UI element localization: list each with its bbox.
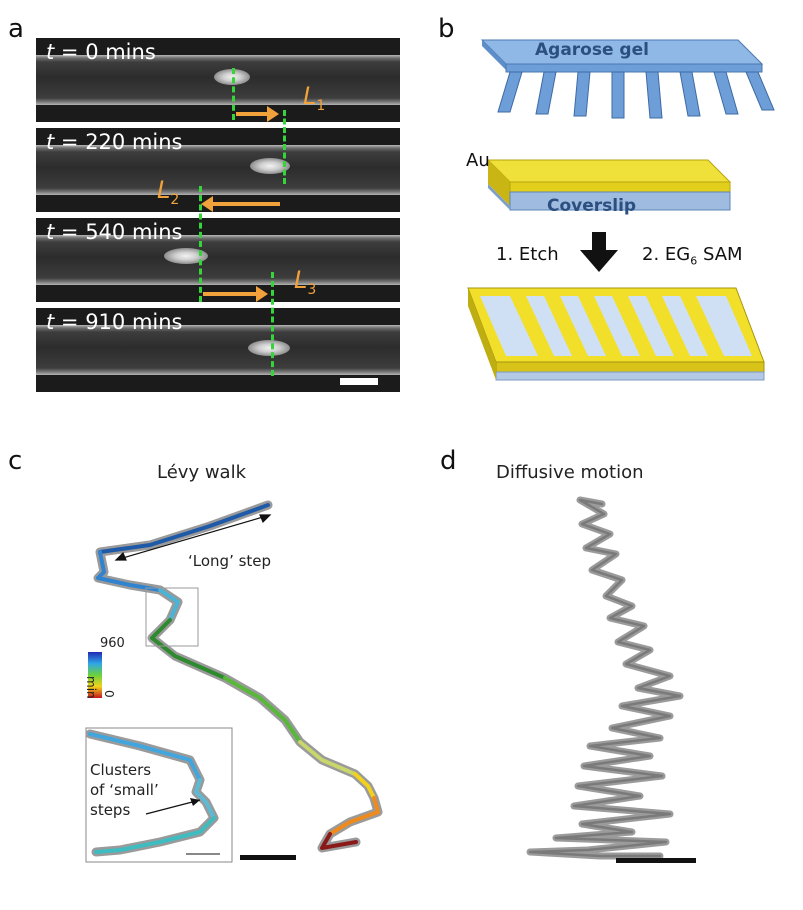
scale-bar xyxy=(340,378,378,385)
coverslip-label: Coverslip xyxy=(547,196,637,216)
microscopy-frame-2: t = 220 mins xyxy=(36,128,400,212)
long-step-arrow-icon xyxy=(114,514,272,561)
colorbar-max-label: 960 xyxy=(100,636,125,651)
zoom-region-box xyxy=(145,587,199,647)
colorbar-unit-label: min xyxy=(84,676,98,699)
microscopy-frame-1: t = 0 mins xyxy=(36,38,400,122)
scale-bar xyxy=(616,858,696,863)
inset-scale-bar xyxy=(186,853,220,855)
agarose-gel-stamp xyxy=(480,39,775,119)
panel-label-b: b xyxy=(438,14,455,44)
step-label-L3: L3 xyxy=(294,266,317,298)
microscopy-frame-3: t = 540 mins xyxy=(36,218,400,302)
frame-time-label: t = 0 mins xyxy=(46,40,156,64)
diffusive-trajectory xyxy=(526,496,696,863)
inset-label-clusters: Clusters of ‘small’ steps xyxy=(90,761,159,819)
step-arrow-right-icon xyxy=(203,286,268,302)
frame-time-label: t = 910 mins xyxy=(46,310,183,334)
step-label-L1: L1 xyxy=(303,82,326,114)
patterned-substrate xyxy=(467,287,765,381)
levy-walk-title: Lévy walk xyxy=(157,462,246,483)
panel-label-d: d xyxy=(440,446,457,476)
agarose-gel-label: Agarose gel xyxy=(535,40,649,60)
scale-bar xyxy=(240,855,296,860)
gold-label: Au xyxy=(466,150,490,171)
step-arrow-right-icon xyxy=(236,106,279,122)
sam-step-label: 2. EG6 SAM xyxy=(642,244,743,268)
position-guide-line xyxy=(283,110,286,184)
inset-zoom-panel xyxy=(85,727,233,863)
fabrication-schematic xyxy=(467,39,775,381)
step-label-L2: L2 xyxy=(157,176,180,208)
position-guide-line xyxy=(232,68,235,120)
process-arrow-down-icon xyxy=(580,232,618,272)
frame-time-label: t = 220 mins xyxy=(46,130,183,154)
cell xyxy=(250,158,290,174)
step-arrow-left-icon xyxy=(201,196,280,212)
panel-label-c: c xyxy=(8,446,23,476)
etch-step-label: 1. Etch xyxy=(496,244,559,265)
levy-walk-trajectory xyxy=(85,500,383,863)
time-colorbar xyxy=(88,652,102,698)
diffusive-motion-title: Diffusive motion xyxy=(496,462,644,483)
colorbar-min-label: 0 xyxy=(102,690,116,698)
panel-label-a: a xyxy=(8,14,24,44)
cell xyxy=(248,340,290,356)
long-step-label: ‘Long’ step xyxy=(188,552,272,570)
cell xyxy=(164,248,208,264)
gold-coverslip xyxy=(486,159,732,211)
microscopy-frame-4: t = 910 mins xyxy=(36,308,400,392)
position-guide-line xyxy=(271,272,274,376)
position-guide-line xyxy=(199,186,202,302)
frame-time-label: t = 540 mins xyxy=(46,220,183,244)
